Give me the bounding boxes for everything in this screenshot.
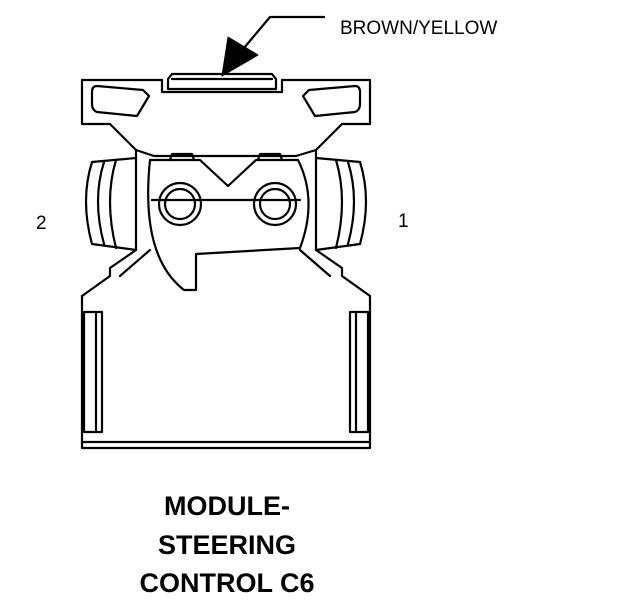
lower-transition-left [80,248,138,298]
lower-transition-right [314,248,372,298]
wire-callout [221,15,326,77]
connector-body [80,78,372,158]
caption-line-2: STEERING [158,530,296,560]
callout-arrow [221,36,259,77]
lower-housing [80,294,372,450]
slot-left [82,310,104,434]
terminal-pin-1 [252,181,298,227]
cavity-ridge-right [256,152,284,162]
terminal-pin-2 [157,181,203,227]
lower-diag-right [298,248,332,278]
right-ear-slot [301,84,362,118]
lower-diag-left [118,248,152,278]
slot-right [348,310,370,434]
caption-line-3: CONTROL C6 [139,568,314,598]
leader-line [242,15,326,50]
left-ear-slot [90,84,151,118]
cavity-outline [147,158,310,292]
cavity-ridge-left [168,152,196,162]
pin-number-right: 1 [398,211,409,232]
wire-color-label: BROWN/YELLOW [340,18,497,39]
latch-right [314,156,368,252]
latch-left [84,156,138,252]
caption-line-1: MODULE- [164,491,290,521]
top-tab [166,72,278,91]
pin-number-left: 2 [36,213,47,234]
